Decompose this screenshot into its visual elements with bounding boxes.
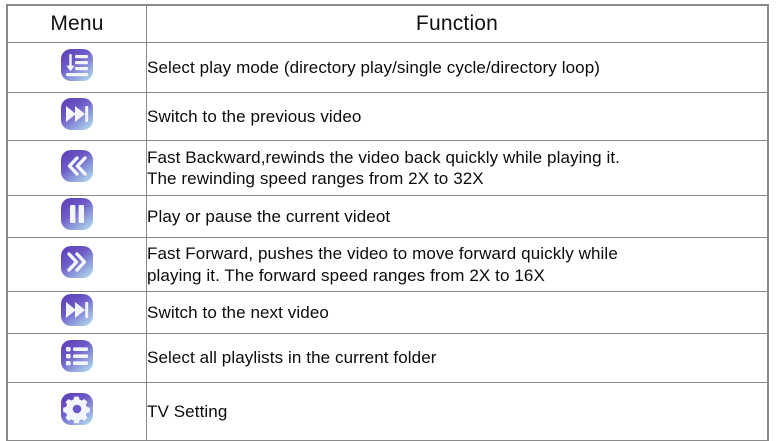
function-text-line2: The rewinding speed ranges from 2X to 32… bbox=[147, 169, 484, 188]
menu-cell bbox=[7, 291, 147, 334]
table-row: Select all playlists in the current fold… bbox=[7, 333, 768, 383]
table-header-row: Menu Function bbox=[7, 5, 768, 43]
column-header-menu: Menu bbox=[7, 5, 147, 43]
function-cell: Fast Backward,rewinds the video back qui… bbox=[146, 140, 768, 196]
menu-cell bbox=[7, 237, 147, 292]
table-header: Menu Function bbox=[7, 5, 768, 43]
function-cell: TV Setting bbox=[146, 382, 768, 441]
table-row: Switch to the next video bbox=[7, 291, 768, 334]
function-text-line1: TV Setting bbox=[147, 401, 228, 421]
skip-previous-icon[interactable] bbox=[60, 97, 94, 131]
function-cell: Fast Forward, pushes the video to move f… bbox=[146, 237, 768, 292]
function-cell: Switch to the previous video bbox=[146, 92, 768, 141]
column-header-function: Function bbox=[146, 5, 768, 43]
function-text-line1: Fast Forward, pushes the video to move f… bbox=[147, 244, 618, 264]
function-text-line1: Switch to the next video bbox=[147, 302, 329, 322]
menu-cell bbox=[7, 382, 147, 441]
table-row: TV Setting bbox=[7, 382, 768, 441]
function-text-line1: Switch to the previous video bbox=[147, 106, 362, 126]
menu-cell bbox=[7, 92, 147, 141]
fast-backward-icon[interactable] bbox=[60, 149, 94, 183]
function-text-line1: Fast Backward,rewinds the video back qui… bbox=[147, 147, 620, 167]
table-row: Fast Forward, pushes the video to move f… bbox=[7, 237, 768, 292]
table-row: Play or pause the current videot bbox=[7, 195, 768, 238]
function-text-line1: Select play mode (directory play/single … bbox=[147, 57, 601, 77]
play-pause-icon[interactable] bbox=[60, 197, 94, 231]
table-body: Select play mode (directory play/single … bbox=[7, 42, 768, 441]
function-cell: Play or pause the current videot bbox=[146, 195, 768, 238]
function-cell: Switch to the next video bbox=[146, 291, 768, 334]
function-text-line2: playing it. The forward speed ranges fro… bbox=[147, 265, 545, 285]
menu-function-table: Menu Function bbox=[6, 4, 769, 441]
function-text-line1: Play or pause the current videot bbox=[147, 206, 391, 226]
table-row: Fast Backward,rewinds the video back qui… bbox=[7, 140, 768, 196]
menu-cell bbox=[7, 195, 147, 238]
table-row: Switch to the previous video bbox=[7, 92, 768, 141]
fast-forward-icon[interactable] bbox=[60, 245, 94, 279]
playlist-icon[interactable] bbox=[60, 339, 94, 373]
play-mode-icon[interactable] bbox=[60, 48, 94, 82]
table-row: Select play mode (directory play/single … bbox=[7, 42, 768, 93]
menu-cell bbox=[7, 42, 147, 93]
function-text-line1: Select all playlists in the current fold… bbox=[147, 348, 437, 368]
function-cell: Select play mode (directory play/single … bbox=[146, 42, 768, 93]
menu-cell bbox=[7, 333, 147, 383]
menu-cell bbox=[7, 140, 147, 196]
function-cell: Select all playlists in the current fold… bbox=[146, 333, 768, 383]
tv-setting-gear-icon[interactable] bbox=[60, 392, 94, 426]
skip-next-icon[interactable] bbox=[60, 293, 94, 327]
